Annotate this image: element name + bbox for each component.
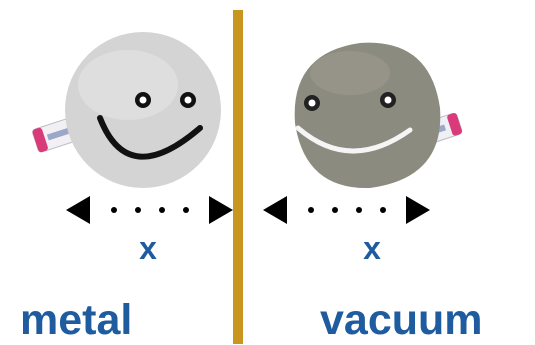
metal-distance-arrow	[66, 190, 241, 230]
interface-divider	[233, 10, 243, 344]
vacuum-distance-label: x	[363, 230, 381, 266]
metal-distance-label: x	[139, 230, 157, 266]
vacuum-caption: vacuum	[320, 296, 483, 344]
positive-charge-plush-icon	[28, 30, 228, 195]
metal-caption: metal	[20, 296, 133, 344]
metal-panel: x metal	[0, 0, 250, 344]
electron-plush-icon	[270, 28, 470, 198]
vacuum-distance-arrow	[263, 190, 438, 230]
vacuum-panel: x vacuum	[255, 0, 505, 344]
